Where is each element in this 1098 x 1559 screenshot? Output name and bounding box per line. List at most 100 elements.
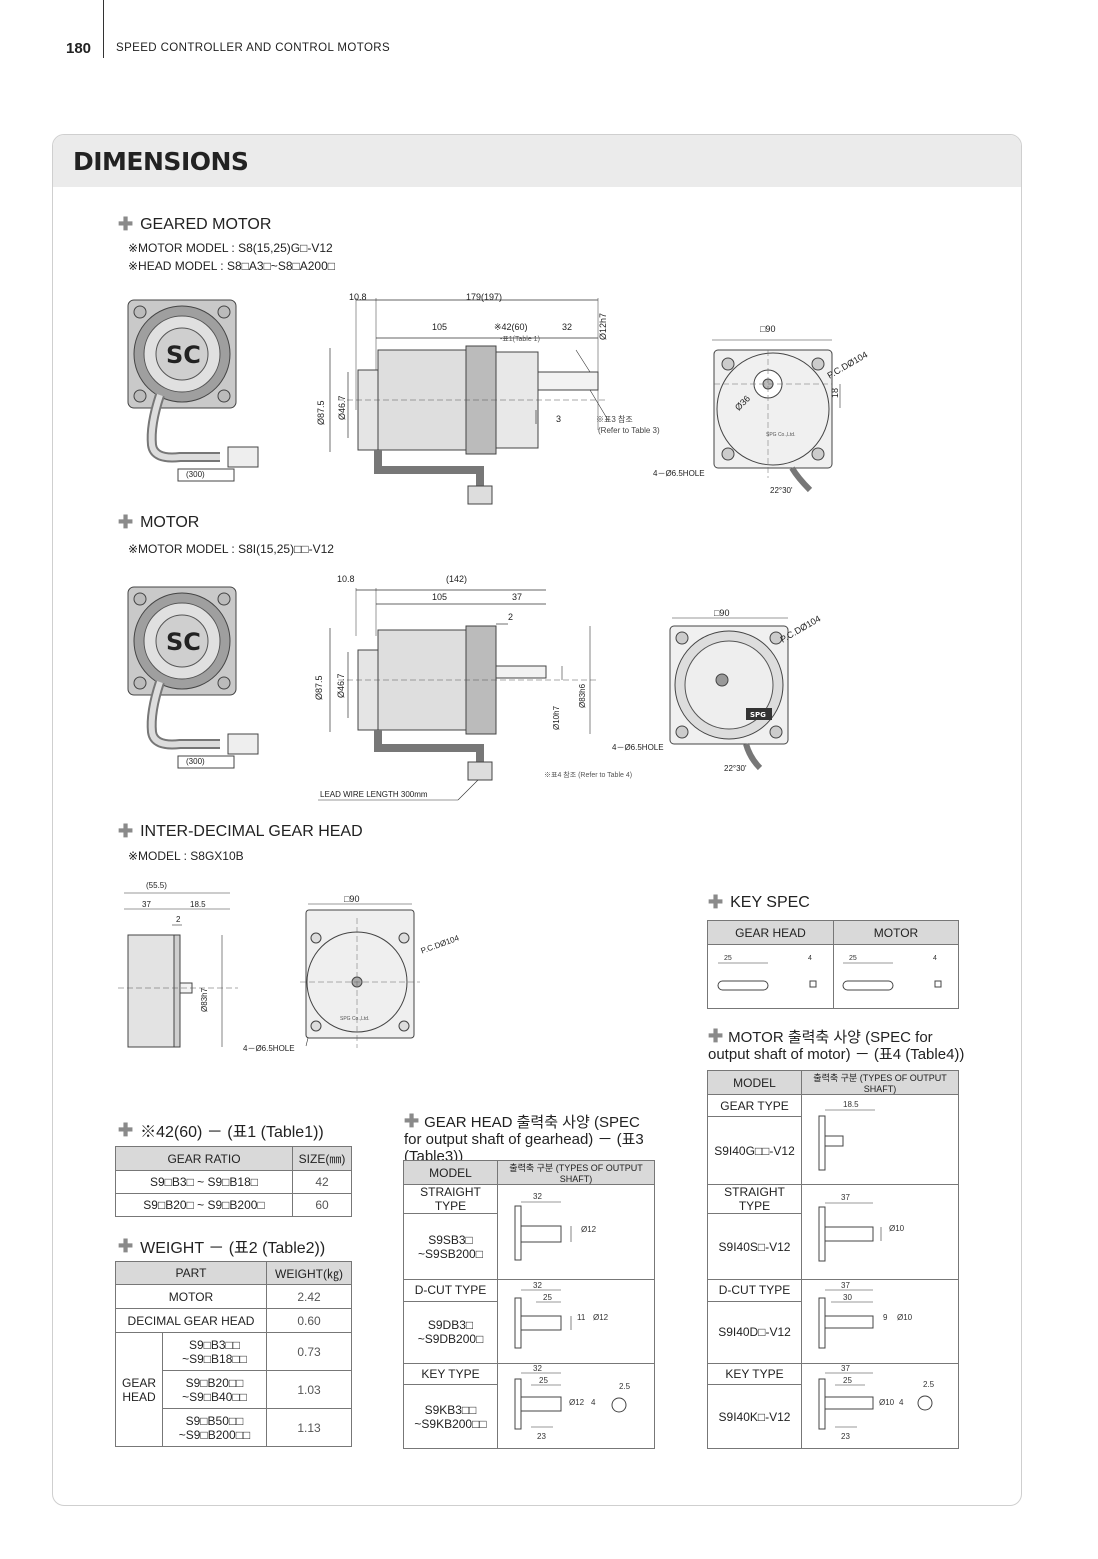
motor-dim-2: 2 <box>508 612 514 622</box>
svg-text:9: 9 <box>883 1313 888 1322</box>
shaft-key-motor-drawing: 37 25 Ø10 4 2.5 23 <box>818 1364 935 1441</box>
table-row: DECIMAL GEAR HEAD 0.60 <box>115 1308 352 1333</box>
geared-motor-title: GEARED MOTOR <box>140 215 272 233</box>
svg-text:SC: SC <box>166 341 201 369</box>
motor-heading: ✚ MOTOR <box>118 512 199 533</box>
svg-text:37: 37 <box>841 1365 850 1373</box>
svg-text:25: 25 <box>543 1293 552 1302</box>
table4-dcut-drawing: 37 30 9 Ø10 <box>801 1279 959 1364</box>
table2-part: MOTOR <box>115 1284 267 1309</box>
plus-icon: ✚ <box>118 1119 134 1140</box>
table2-weight: 1.03 <box>266 1370 352 1409</box>
table3-type: STRAIGHT TYPE <box>403 1184 498 1214</box>
table1: GEAR RATIO SIZE(㎜) S9□B3□ ~ S9□B18□ 42 S… <box>115 1146 352 1217</box>
key-motor-drawing: 25 4 <box>842 955 942 991</box>
svg-text:Ø10: Ø10 <box>889 1224 905 1233</box>
table4-straight-drawing: 37 Ø10 <box>801 1184 959 1280</box>
shaft-key-drawing: 32 25 Ø12 4 2.5 23 <box>514 1364 631 1441</box>
plus-icon: ✚ <box>118 512 134 532</box>
table-row: STRAIGHT TYPE 32 Ø12 <box>403 1184 655 1280</box>
geared-rear-dim-90: □90 <box>760 324 776 334</box>
table-row: S9KB3□□ ~S9KB200□□ <box>403 1384 655 1449</box>
table-row: D-CUT TYPE 37 30 9 Ø10 <box>707 1279 959 1364</box>
table-row: KEY TYPE 37 25 Ø10 4 2.5 23 <box>707 1363 959 1449</box>
table2-weight: 0.60 <box>266 1308 352 1333</box>
table3-straight-drawing: 32 Ø12 <box>497 1184 655 1280</box>
table4-gear-drawing: 18.5 <box>801 1094 959 1185</box>
svg-text:Ø12: Ø12 <box>569 1398 585 1407</box>
table3-dcut-drawing: 32 25 11 Ø12 <box>497 1279 655 1364</box>
table2-part: DECIMAL GEAR HEAD <box>115 1308 267 1333</box>
geared-dim-46-7: Ø46.7 <box>337 395 347 420</box>
svg-text:23: 23 <box>841 1432 850 1441</box>
table-row: S9I40G□□-V12 <box>707 1116 959 1185</box>
key-spec-table: GEAR HEAD MOTOR 25 4 25 4 <box>707 920 959 1009</box>
shaft-gear-drawing: 18.5 <box>818 1100 875 1171</box>
svg-text:Ø12: Ø12 <box>581 1225 597 1234</box>
geared-dim-87-5: Ø87.5 <box>316 400 326 425</box>
motor-lead-wire: LEAD WIRE LENGTH 300mm <box>320 790 428 799</box>
geared-rear-angle: 22°30' <box>770 486 793 495</box>
motor-title: MOTOR <box>140 513 200 531</box>
page-number: 180 <box>66 40 92 57</box>
gear-head-dim-18-5: 18.5 <box>190 900 206 909</box>
header-rule <box>103 0 104 58</box>
table3-header-model: MODEL <box>403 1160 498 1185</box>
motor-dim-46-7: Ø46.7 <box>336 673 346 698</box>
shaft-straight-motor-drawing: 37 Ø10 <box>818 1193 905 1261</box>
table3-heading: ✚ GEAR HEAD 출력축 사양 (SPEC for output shaf… <box>404 1112 656 1165</box>
table4-header-model: MODEL <box>707 1070 802 1095</box>
svg-text:25: 25 <box>843 1376 852 1385</box>
svg-text:4: 4 <box>899 1398 904 1407</box>
section-title: SPEED CONTROLLER AND CONTROL MOTORS <box>116 42 391 54</box>
table2-header-part: PART <box>115 1261 267 1285</box>
table2-title: WEIGHT － (표2 (Table2)) <box>140 1240 326 1257</box>
key-spec-col-motor: MOTOR <box>833 920 959 945</box>
svg-text:30: 30 <box>843 1293 852 1302</box>
table3: MODEL 출력축 구분 (TYPES OF OUTPUT SHAFT) STR… <box>403 1160 655 1449</box>
table4-model: S9I40S□-V12 <box>707 1213 802 1280</box>
table4-header-types: 출력축 구분 (TYPES OF OUTPUT SHAFT) <box>801 1070 959 1095</box>
table2-heading: ✚ WEIGHT － (표2 (Table2)) <box>118 1234 325 1258</box>
table4-title: MOTOR 출력축 사양 (SPEC for output shaft of m… <box>708 1029 965 1063</box>
key-spec-gear-drawing: 25 4 <box>707 944 834 1009</box>
gear-head-dim-83h7: Ø83h7 <box>200 987 209 1012</box>
motor-dim-142: (142) <box>446 574 468 584</box>
table3-type: KEY TYPE <box>403 1363 498 1385</box>
table3-header-types: 출력축 구분 (TYPES OF OUTPUT SHAFT) <box>497 1160 655 1185</box>
table1-header-ratio: GEAR RATIO <box>115 1146 293 1171</box>
table2-weight: 1.13 <box>266 1408 352 1447</box>
svg-text:11: 11 <box>577 1313 586 1322</box>
geared-dim-table3-note: ※표3 참조 <box>596 415 633 424</box>
shaft-straight-drawing: 32 Ø12 <box>514 1192 597 1260</box>
geared-dim-3: 3 <box>556 414 562 424</box>
geared-dim-10-8: 10.8 <box>349 292 367 302</box>
table2-weight: 2.42 <box>266 1284 352 1309</box>
table1-ratio: S9□B20□ ~ S9□B200□ <box>115 1193 293 1217</box>
motor-rear-dim-90: □90 <box>714 608 730 618</box>
geared-dim-105: 105 <box>432 322 448 332</box>
table3-model: S9KB3□□ ~S9KB200□□ <box>403 1384 498 1449</box>
table2-part: S9□B20□□ ~S9□B40□□ <box>162 1370 267 1409</box>
svg-text:2.5: 2.5 <box>619 1382 631 1391</box>
motor-rear-view: SPG <box>669 617 789 771</box>
geared-rear-brand: SPG Co.,Ltd. <box>766 432 796 438</box>
motor-dim-83h6: Ø83h6 <box>578 683 587 708</box>
motor-rear-angle: 22°30' <box>724 764 747 773</box>
table-row: S9□B50□□ ~S9□B200□□ 1.13 <box>116 1408 352 1447</box>
table4-key-drawing: 37 25 Ø10 4 2.5 23 <box>801 1363 959 1449</box>
motor-side-view <box>318 588 598 801</box>
table2-weight: 0.73 <box>266 1332 352 1371</box>
shaft-dcut-drawing: 32 25 11 Ø12 <box>514 1281 609 1349</box>
key-spec-motor-drawing: 25 4 <box>833 944 959 1009</box>
motor-rear-holes: 4－Ø6.5HOLE <box>612 743 664 752</box>
key-spec-heading: ✚ KEY SPEC <box>708 892 810 913</box>
geared-motor-side-view <box>329 298 609 505</box>
gear-head-note: ※MODEL : S8GX10B <box>128 849 244 863</box>
motor-dim-87-5: Ø87.5 <box>314 675 324 700</box>
table3-type: D-CUT TYPE <box>403 1279 498 1302</box>
gear-head-brand: SPG Co.,Ltd. <box>340 1016 370 1022</box>
geared-motor-note-1: ※MOTOR MODEL : S8(15,25)G□-V12 <box>128 241 333 255</box>
gear-head-front-view <box>300 903 420 1048</box>
geared-dim-179: 179(197) <box>466 292 503 302</box>
